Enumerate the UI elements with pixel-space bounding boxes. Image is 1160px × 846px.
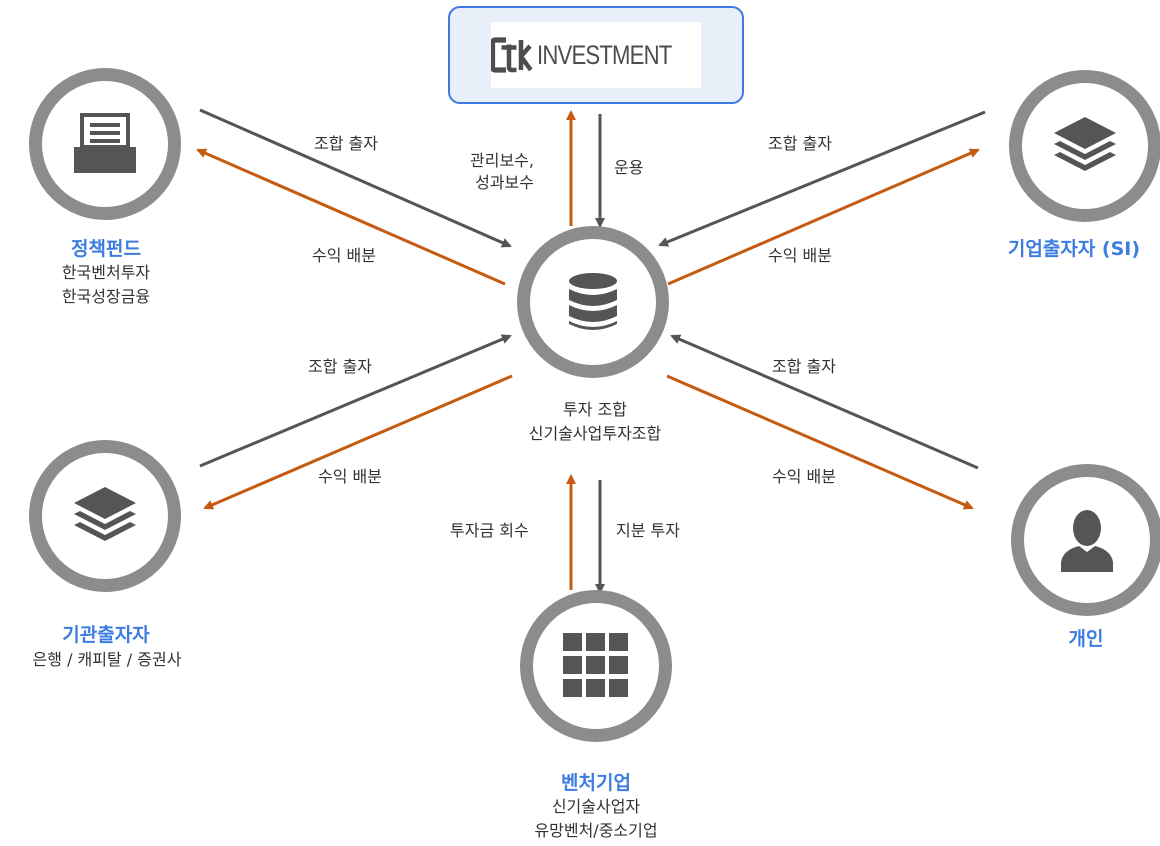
edge-label-institution-distribution: 수익 배분 <box>318 467 382 486</box>
center-label: 투자 조합 신기술사업투자조합 <box>500 398 690 446</box>
edge-label-institution-contribution: 조합 출자 <box>308 357 372 376</box>
arrow-center-to-individual <box>666 374 974 510</box>
individual-node <box>1011 464 1160 616</box>
arrow-individual-to-center <box>670 334 979 470</box>
person-icon <box>1061 510 1113 572</box>
edge-label-policy-contribution: 조합 출자 <box>314 134 378 153</box>
venture-title: 벤처기업 <box>561 772 631 794</box>
logo-text: INVESTMENT <box>536 39 672 70</box>
corporate-investor-title: 기업출자자 (SI) <box>1007 238 1141 260</box>
arrow-institution-to-center <box>199 334 512 468</box>
edge-label-individual-distribution: 수익 배분 <box>772 467 836 486</box>
drawer-tray-icon <box>74 113 136 173</box>
arrow-corporate-to-center <box>658 110 986 247</box>
policy-fund-line2: 한국성장금융 <box>61 287 151 306</box>
edge-label-fees: 관리보수, 성과보수 <box>470 150 534 194</box>
layers-icon <box>1054 117 1116 171</box>
ctk-logo-mark-icon <box>491 37 533 73</box>
individual-title: 개인 <box>1068 628 1104 650</box>
policy-fund-line1: 한국벤처투자 <box>61 263 151 282</box>
layers-icon <box>74 487 136 541</box>
database-icon <box>569 273 617 330</box>
policy-fund-node <box>29 68 181 220</box>
policy-fund-subtitle: 한국벤처투자 한국성장금융 <box>20 261 192 309</box>
policy-fund-title: 정책펀드 <box>71 238 141 260</box>
venture-node <box>520 590 672 742</box>
institution-investor-node <box>29 440 181 592</box>
edge-label-operation: 운용 <box>614 158 644 177</box>
edge-label-fees-line1: 관리보수, <box>470 151 534 170</box>
edge-label-recovery: 투자금 회수 <box>450 521 529 540</box>
institution-investor-subtitle: 은행 / 캐피탈 / 증권사 <box>32 650 182 669</box>
arrow-center-to-policy <box>196 148 506 286</box>
arrow-policy-to-center <box>199 108 512 248</box>
venture-line1: 신기술사업자 <box>551 797 641 816</box>
center-label-line2: 신기술사업투자조합 <box>528 424 662 443</box>
edge-label-equity: 지분 투자 <box>616 521 680 540</box>
edge-label-fees-line2: 성과보수 <box>475 173 534 192</box>
arrow-center-to-institution <box>203 374 513 510</box>
edge-label-individual-contribution: 조합 출자 <box>772 357 836 376</box>
institution-investor-title: 기관출자자 <box>62 624 150 646</box>
venture-line2: 유망벤처/중소기업 <box>534 821 658 840</box>
ctk-logo: INVESTMENT <box>491 22 701 88</box>
center-node <box>517 226 669 378</box>
corporate-investor-node <box>1009 70 1160 222</box>
edge-label-corporate-contribution: 조합 출자 <box>768 134 832 153</box>
grid-icon <box>563 633 628 697</box>
arrow-center-to-corporate <box>667 148 980 286</box>
edge-label-corporate-distribution: 수익 배분 <box>768 246 832 265</box>
gp-logo-box: INVESTMENT <box>448 6 744 104</box>
venture-subtitle: 신기술사업자 유망벤처/중소기업 <box>496 795 696 843</box>
edge-label-policy-distribution: 수익 배분 <box>312 246 376 265</box>
center-label-line1: 투자 조합 <box>563 400 627 419</box>
